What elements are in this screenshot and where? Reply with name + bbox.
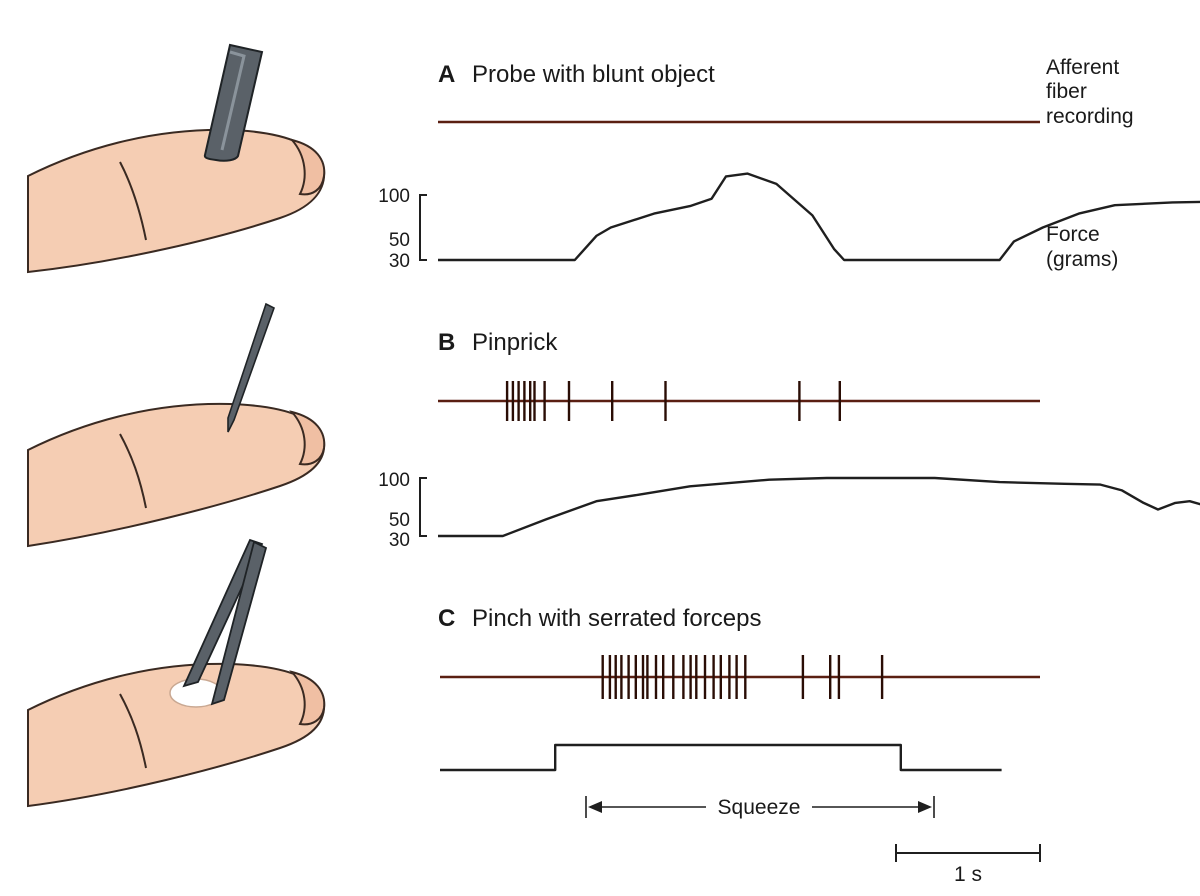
panel-a-tick-100: 100: [378, 186, 410, 207]
finger-pinprick-illustration: [27, 302, 326, 548]
panel-a-force-trace: [438, 172, 1200, 262]
panel-a-force-axis: [419, 194, 427, 261]
panel-a-letter: A: [438, 61, 455, 88]
panel-a-title: Probe with blunt object: [472, 61, 715, 88]
recording-label-line-2: fiber: [1046, 80, 1087, 103]
recording-label-line-1: Afferent: [1046, 56, 1119, 79]
panel-b-spikes: [505, 381, 841, 421]
panel-c-title: Pinch with serrated forceps: [472, 605, 761, 632]
force-label-line-1: Force: [1046, 223, 1100, 246]
scale-bar-label: 1 s: [954, 863, 982, 886]
panel-c-spikes: [601, 655, 884, 699]
squeeze-duration-marker: [585, 796, 935, 818]
panel-c-letter: C: [438, 605, 455, 632]
squeeze-label: Squeeze: [718, 796, 801, 819]
panel-c-squeeze-trace: [440, 743, 1002, 772]
time-scale-bar: [895, 844, 1041, 862]
panel-b-tick-30: 30: [389, 530, 410, 551]
panel-b-tick-50: 50: [389, 510, 410, 531]
force-label-line-2: (grams): [1046, 248, 1118, 271]
panel-b-force-axis: [419, 477, 427, 537]
panel-b-tick-100: 100: [378, 470, 410, 491]
finger-blunt-probe-illustration: [27, 43, 326, 274]
panel-a-tick-30: 30: [389, 251, 410, 272]
panel-b-force-trace: [438, 476, 1200, 538]
panel-b-title: Pinprick: [472, 329, 558, 356]
finger-forceps-illustration: [27, 538, 326, 808]
recording-label-line-3: recording: [1046, 105, 1134, 128]
panel-b-letter: B: [438, 329, 455, 356]
panel-a-tick-50: 50: [389, 230, 410, 251]
